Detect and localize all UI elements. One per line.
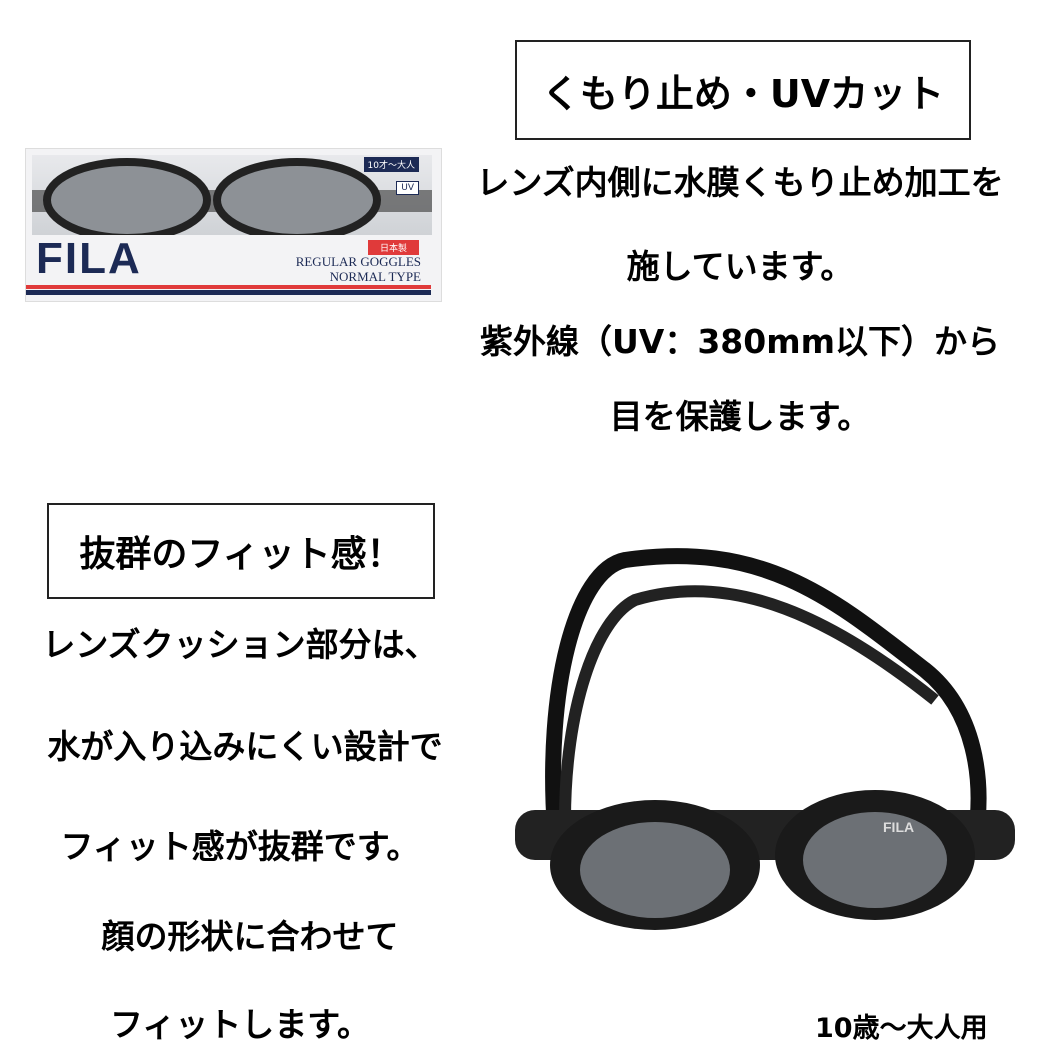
section2-line: フィットします。 xyxy=(109,1005,371,1044)
age-range-note: 10歳〜大人用 xyxy=(815,1013,988,1044)
uv-badge: UV xyxy=(396,181,419,195)
section2-line: 顔の形状に合わせて xyxy=(101,917,399,956)
product-package-image: 10才〜大人 UV FILA 日本製 REGULAR GOGGLES NORMA… xyxy=(25,148,442,302)
section1-line: 目を保護します。 xyxy=(609,397,871,436)
goggles-photo: FILA xyxy=(515,548,1015,930)
product-line2: NORMAL TYPE xyxy=(329,269,421,284)
made-in-japan-badge: 日本製 xyxy=(367,240,419,255)
section2-line: 水が入り込みにくい設計で xyxy=(47,727,443,766)
fila-logo: FILA xyxy=(36,234,142,283)
feature-heading-antifog-uv: くもり止め・UVカット xyxy=(515,40,971,140)
product-line1: REGULAR GOGGLES xyxy=(295,254,421,269)
section1-line: 紫外線（UV：380mm以下）から xyxy=(480,322,1000,361)
red-stripe xyxy=(26,285,431,289)
section1-line: 施しています。 xyxy=(626,247,854,286)
goggles-lens-logo: FILA xyxy=(883,819,914,835)
section1-line: レンズ内側に水膜くもり止め加工を xyxy=(476,163,1004,202)
goggles-in-package xyxy=(32,158,432,242)
feature-heading-fit: 抜群のフィット感！ xyxy=(47,503,435,599)
section2-line: フィット感が抜群です。 xyxy=(60,827,420,866)
age-badge: 10才〜大人 xyxy=(363,157,419,172)
navy-stripe xyxy=(26,290,431,295)
section2-line: レンズクッション部分は、 xyxy=(42,625,438,664)
